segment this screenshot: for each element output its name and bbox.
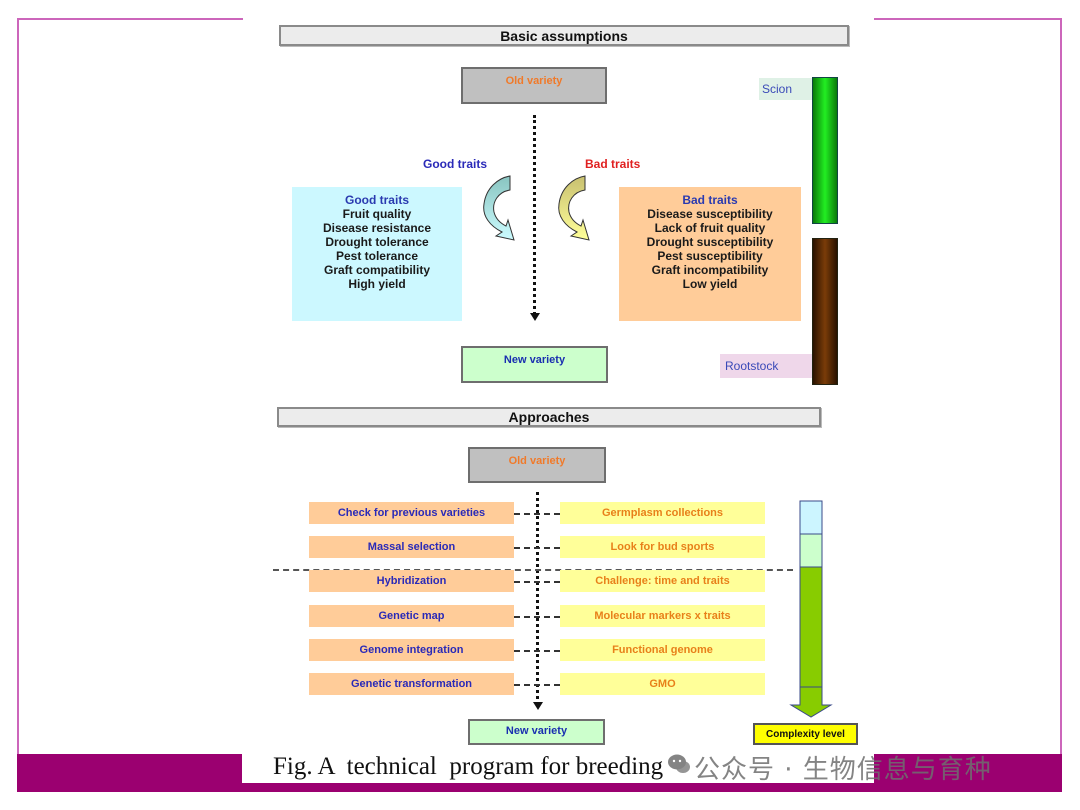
approaches-old-variety-box: Old variety — [468, 447, 606, 483]
approaches-new-variety-box: New variety — [468, 719, 605, 745]
approaches-vertical-dotted-line — [536, 492, 539, 705]
rootstock-bar — [812, 238, 838, 385]
complexity-arrow — [789, 500, 833, 718]
good-trait-item: Graft compatibility — [323, 263, 430, 277]
bad-trait-item: Pest susceptibility — [657, 249, 763, 263]
good-traits-box: Good traits Fruit quality Disease resist… — [292, 187, 462, 321]
bad-trait-item: Lack of fruit quality — [654, 221, 766, 235]
complexity-segment-mid — [799, 533, 823, 568]
wechat-icon — [668, 754, 690, 773]
frame-border-top-left — [17, 18, 243, 20]
complexity-arrow-head-icon — [789, 686, 833, 718]
row-connector — [514, 616, 560, 618]
good-traits-header: Good traits — [344, 193, 409, 207]
row-connector — [514, 581, 560, 583]
bad-trait-item: Low yield — [682, 277, 738, 291]
approach-left-item: Massal selection — [309, 536, 514, 558]
figure-caption: Fig. A technical program for breeding — [273, 753, 664, 780]
frame-border-right — [1060, 18, 1062, 792]
bad-traits-curved-arrow-icon — [558, 175, 590, 241]
complexity-level-label: Complexity level — [753, 723, 858, 745]
row-connector — [514, 650, 560, 652]
good-trait-item: Pest tolerance — [335, 249, 419, 263]
approach-right-item: GMO — [560, 673, 765, 695]
row-connector — [514, 547, 560, 549]
good-trait-item: Drought tolerance — [325, 235, 429, 249]
good-trait-item: Disease resistance — [322, 221, 432, 235]
bad-trait-item: Drought susceptibility — [646, 235, 774, 249]
approach-right-item: Germplasm collections — [560, 502, 765, 524]
good-traits-arrow-label: Good traits — [423, 157, 488, 171]
complexity-separator-line — [273, 569, 793, 571]
row-connector — [514, 684, 560, 686]
frame-border-left — [17, 18, 19, 792]
caption-background — [242, 749, 874, 783]
approach-right-item: Functional genome — [560, 639, 765, 661]
approach-right-item: Molecular markers x traits — [560, 605, 765, 627]
approach-right-item: Look for bud sports — [560, 536, 765, 558]
bad-traits-header: Bad traits — [682, 193, 738, 207]
rootstock-label: Rootstock — [720, 354, 812, 378]
bad-trait-item: Graft incompatibility — [651, 263, 769, 277]
approach-left-item: Genetic map — [309, 605, 514, 627]
approaches-arrow-head-icon — [533, 702, 543, 710]
approach-left-item: Check for previous varieties — [309, 502, 514, 524]
approach-left-item: Genome integration — [309, 639, 514, 661]
new-variety-box: New variety — [461, 346, 608, 383]
old-variety-box: Old variety — [461, 67, 607, 104]
bad-traits-box: Bad traits Disease susceptibility Lack o… — [619, 187, 801, 321]
approach-right-item: Challenge: time and traits — [560, 570, 765, 592]
scion-label: Scion — [759, 78, 813, 100]
frame-border-top-right — [874, 18, 1062, 20]
row-connector — [514, 513, 560, 515]
good-trait-item: High yield — [348, 277, 406, 291]
arrow-head-icon — [530, 313, 540, 321]
vertical-dotted-line — [533, 115, 536, 315]
complexity-segment-high — [799, 566, 823, 688]
complexity-segment-low — [799, 500, 823, 535]
bad-trait-item: Disease susceptibility — [647, 207, 773, 221]
section-title-basic-assumptions: Basic assumptions — [279, 25, 849, 46]
bad-traits-arrow-label: Bad traits — [585, 157, 641, 171]
good-traits-curved-arrow-icon — [483, 175, 515, 241]
watermark-text: 公众号 · 生物信息与育种 — [694, 755, 992, 785]
approach-left-item: Genetic transformation — [309, 673, 514, 695]
section-title-approaches: Approaches — [277, 407, 821, 427]
approach-left-item: Hybridization — [309, 570, 514, 592]
good-trait-item: Fruit quality — [342, 207, 412, 221]
scion-bar — [812, 77, 838, 224]
